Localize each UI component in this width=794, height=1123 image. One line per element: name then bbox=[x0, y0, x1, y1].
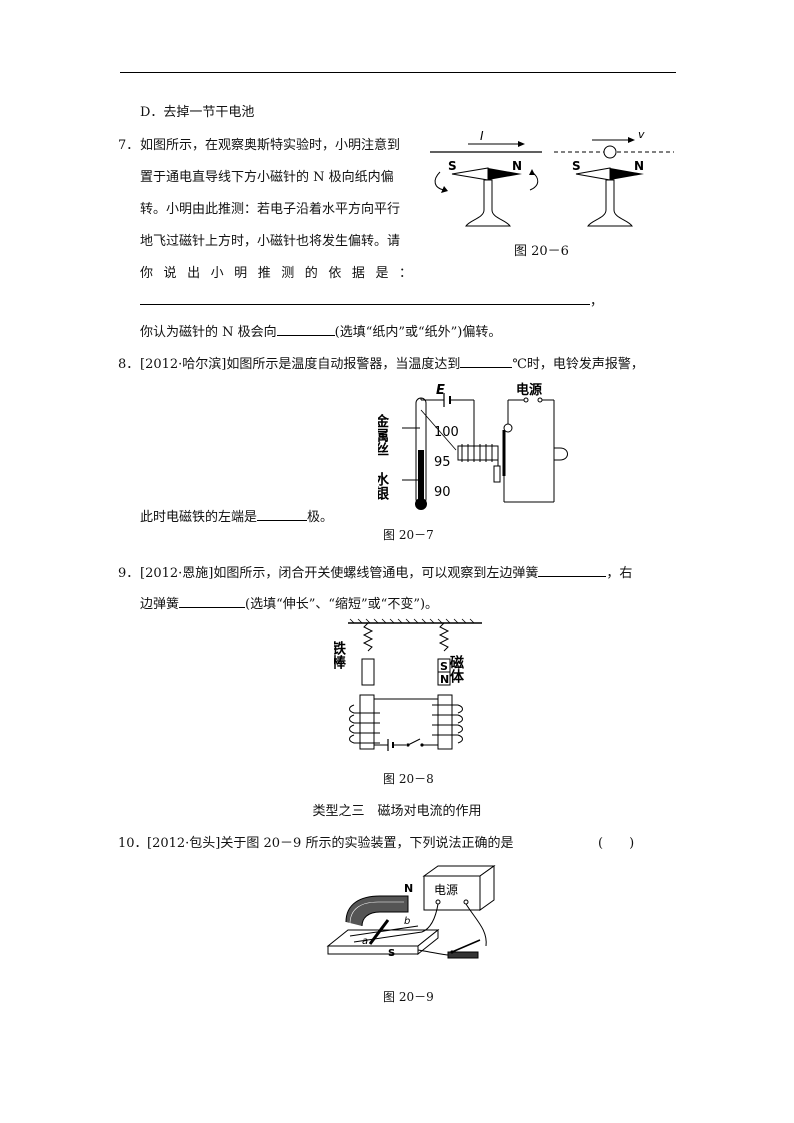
figure-20-9: 电源 N S a b bbox=[326, 865, 496, 959]
q7-line-4: 地飞过磁针上方时，小磁针也将发生偏转。请 bbox=[140, 234, 401, 249]
fig6-velocity-label: v bbox=[638, 128, 645, 141]
fig7-power-label: 电源 bbox=[516, 382, 542, 398]
figure-20-7: 金属丝 水银 100 95 90 E 电源 bbox=[378, 382, 568, 510]
q9-blank-left-spring[interactable] bbox=[538, 562, 607, 577]
fig6-s-label-right: S bbox=[572, 159, 581, 173]
fig8-magnet-label: 磁体 bbox=[448, 654, 464, 684]
q7-line-1: 如图所示，在观察奥斯特实验时，小明注意到 bbox=[140, 138, 401, 153]
q10-text: [2012·包头]关于图 20－9 所示的实验装置，下列说法正确的是 bbox=[147, 836, 514, 851]
fig6-n-label-right: N bbox=[634, 159, 644, 173]
q7-line-2: 置于通电直导线下方小磁针的 N 极向纸内偏 bbox=[140, 170, 394, 185]
fig6-n-label-left: N bbox=[512, 159, 522, 173]
q7-number: 7． bbox=[118, 138, 140, 153]
fig7-mercury-label: 水银 bbox=[378, 471, 389, 501]
fig7-caption: 图 20－7 bbox=[383, 528, 434, 542]
fig7-t95: 95 bbox=[434, 455, 451, 470]
q9-blank-right-spring[interactable] bbox=[179, 593, 246, 608]
q8-blank-pole[interactable] bbox=[257, 506, 308, 521]
fig8-iron-label: 铁棒 bbox=[334, 640, 346, 670]
q10-number: 10． bbox=[118, 836, 148, 851]
fig7-t100: 100 bbox=[434, 425, 459, 440]
q9-line-2: 边弹簧(选填“伸长”、“缩短”或“不变”)。 bbox=[140, 593, 438, 612]
header-rule bbox=[120, 72, 676, 73]
fig6-current-label: I bbox=[480, 129, 484, 143]
fig7-t90: 90 bbox=[434, 485, 451, 500]
q8-blank-temperature[interactable] bbox=[460, 353, 513, 368]
section-heading: 类型之三 磁场对电流的作用 bbox=[312, 804, 482, 819]
fig8-caption: 图 20－8 bbox=[383, 772, 434, 786]
q8-line-2: 此时电磁铁的左端是极。 bbox=[140, 506, 333, 525]
q8-line-1: [2012·哈尔滨]如图所示是温度自动报警器，当温度达到℃时，电铃发声报警， bbox=[140, 353, 644, 372]
fig6-caption: 图 20－6 bbox=[514, 244, 569, 259]
option-d: D．去掉一节干电池 bbox=[140, 105, 255, 120]
q8-number: 8． bbox=[118, 357, 140, 372]
q7-line-5: 你说出小明推测的依据是： bbox=[140, 266, 412, 281]
fig9-a-label: a bbox=[362, 936, 368, 947]
fig9-power-label: 电源 bbox=[434, 883, 458, 897]
fig6-s-label-left: S bbox=[448, 159, 457, 173]
q10-answer-paren[interactable]: ( ) bbox=[598, 836, 635, 851]
fig7-wire-label: 金属丝 bbox=[378, 413, 390, 456]
fig8-n-label: N bbox=[440, 673, 449, 686]
fig7-e-label: E bbox=[436, 383, 445, 398]
fig9-s-label: S bbox=[388, 948, 395, 959]
q9-line-1: [2012·恩施]如图所示，闭合开关使螺线管通电，可以观察到左边弹簧，右 bbox=[140, 562, 632, 581]
figure-20-6: I S N v S N bbox=[430, 128, 674, 227]
fig8-s-label: S bbox=[440, 660, 448, 673]
q9-number: 9． bbox=[118, 566, 140, 581]
q7-line-3: 转。小明由此推测：若电子沿着水平方向平行 bbox=[140, 202, 401, 217]
fig9-n-label: N bbox=[404, 882, 413, 895]
fig9-b-label: b bbox=[404, 916, 410, 927]
fig9-caption: 图 20－9 bbox=[383, 990, 434, 1004]
figure-20-8: 铁棒 S N 磁体 bbox=[334, 618, 482, 751]
q7-last-line: 你认为磁针的 N 极会向(选填“纸内”或“纸外”)偏转。 bbox=[140, 321, 501, 340]
q7-blank-direction[interactable] bbox=[276, 321, 335, 336]
q7-answer-line[interactable]: ， bbox=[140, 290, 603, 309]
